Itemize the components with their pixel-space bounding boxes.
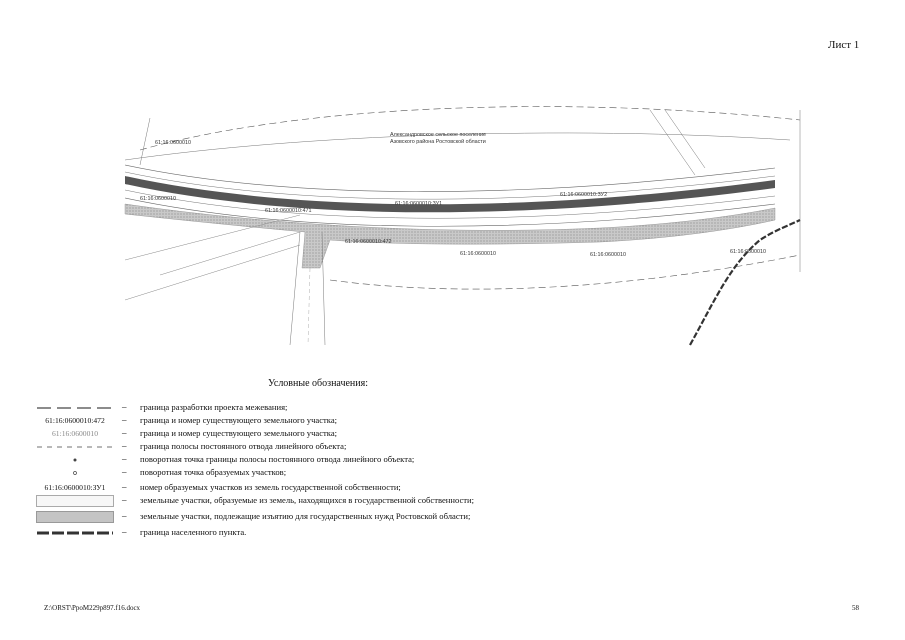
field-line: [159, 231, 301, 276]
svg-text:61:16:0600010: 61:16:0600010: [140, 196, 176, 202]
field-line: [124, 214, 301, 261]
legend-row: –граница населенного пункта.: [37, 527, 247, 537]
legend-row: 61:16:0600010 –граница и номер существую…: [52, 428, 338, 438]
legend-row: –граница полосы постоянного отвода линей…: [37, 441, 347, 451]
side-road-line: [307, 267, 311, 346]
svg-text:61:16:0600010:471: 61:16:0600010:471: [265, 208, 311, 214]
svg-text:61:16:0600010: 61:16:0600010: [155, 140, 191, 146]
road-dark-strip: [125, 176, 775, 213]
svg-text:61:16:0600010:ЗУ2: 61:16:0600010:ЗУ2: [560, 192, 607, 198]
parcel-boundary-line: [124, 132, 791, 161]
svg-text:61:16:0600010: 61:16:0600010: [590, 252, 626, 258]
road-edge-line: [124, 171, 776, 200]
side-road-line: [289, 231, 301, 346]
field-line: [124, 244, 301, 301]
legend-row: 61:16:0600010:472 –граница и номер сущес…: [45, 415, 338, 425]
legend-row: –поворотная точка границы полосы постоян…: [30, 454, 630, 465]
settlement-boundary-line: [689, 219, 801, 346]
road-edge-line: [124, 164, 776, 192]
legend-row: –поворотная точка образуемых участков;: [30, 467, 630, 478]
withdrawal-zone: [124, 203, 776, 269]
side-road-line: [321, 231, 326, 346]
settlement-label: Азовского района Ростовской области: [390, 138, 486, 145]
road-edge-line: [124, 189, 776, 219]
legend-row: –земельные участки, образуемые из земель…: [30, 494, 630, 507]
project-boundary-line: [329, 254, 801, 290]
parcel-boundary-line: [649, 109, 696, 176]
svg-text:61:16:0600010:ЗУ1: 61:16:0600010:ЗУ1: [395, 201, 442, 207]
legend-row: –граница разработки проекта межевания;: [37, 402, 288, 412]
file-path: Z:\ORST\PpoM229p897.f16.docx: [44, 604, 141, 612]
legend-title: Условные обозначения:: [268, 378, 369, 389]
svg-text:61:16:0600010: 61:16:0600010: [460, 251, 496, 257]
legend-row: 61:16:0600010:ЗУ1 – номер образуемых уча…: [44, 482, 401, 492]
settlement-label: Александровское сельское поселение: [390, 132, 486, 138]
page-number: 58: [852, 604, 859, 612]
sheet-label: Лист 1: [828, 39, 860, 51]
parcel-boundary-line: [139, 117, 151, 166]
parcel-boundary-line: [664, 109, 706, 169]
project-boundary-line: [139, 106, 801, 151]
svg-text:61:16:0600010: 61:16:0600010: [730, 249, 766, 255]
road-edge-line: [124, 197, 776, 227]
legend-row: –земельные участки, подлежащие изъятию д…: [30, 510, 630, 523]
svg-text:61:16:0600010:472: 61:16:0600010:472: [345, 239, 391, 245]
